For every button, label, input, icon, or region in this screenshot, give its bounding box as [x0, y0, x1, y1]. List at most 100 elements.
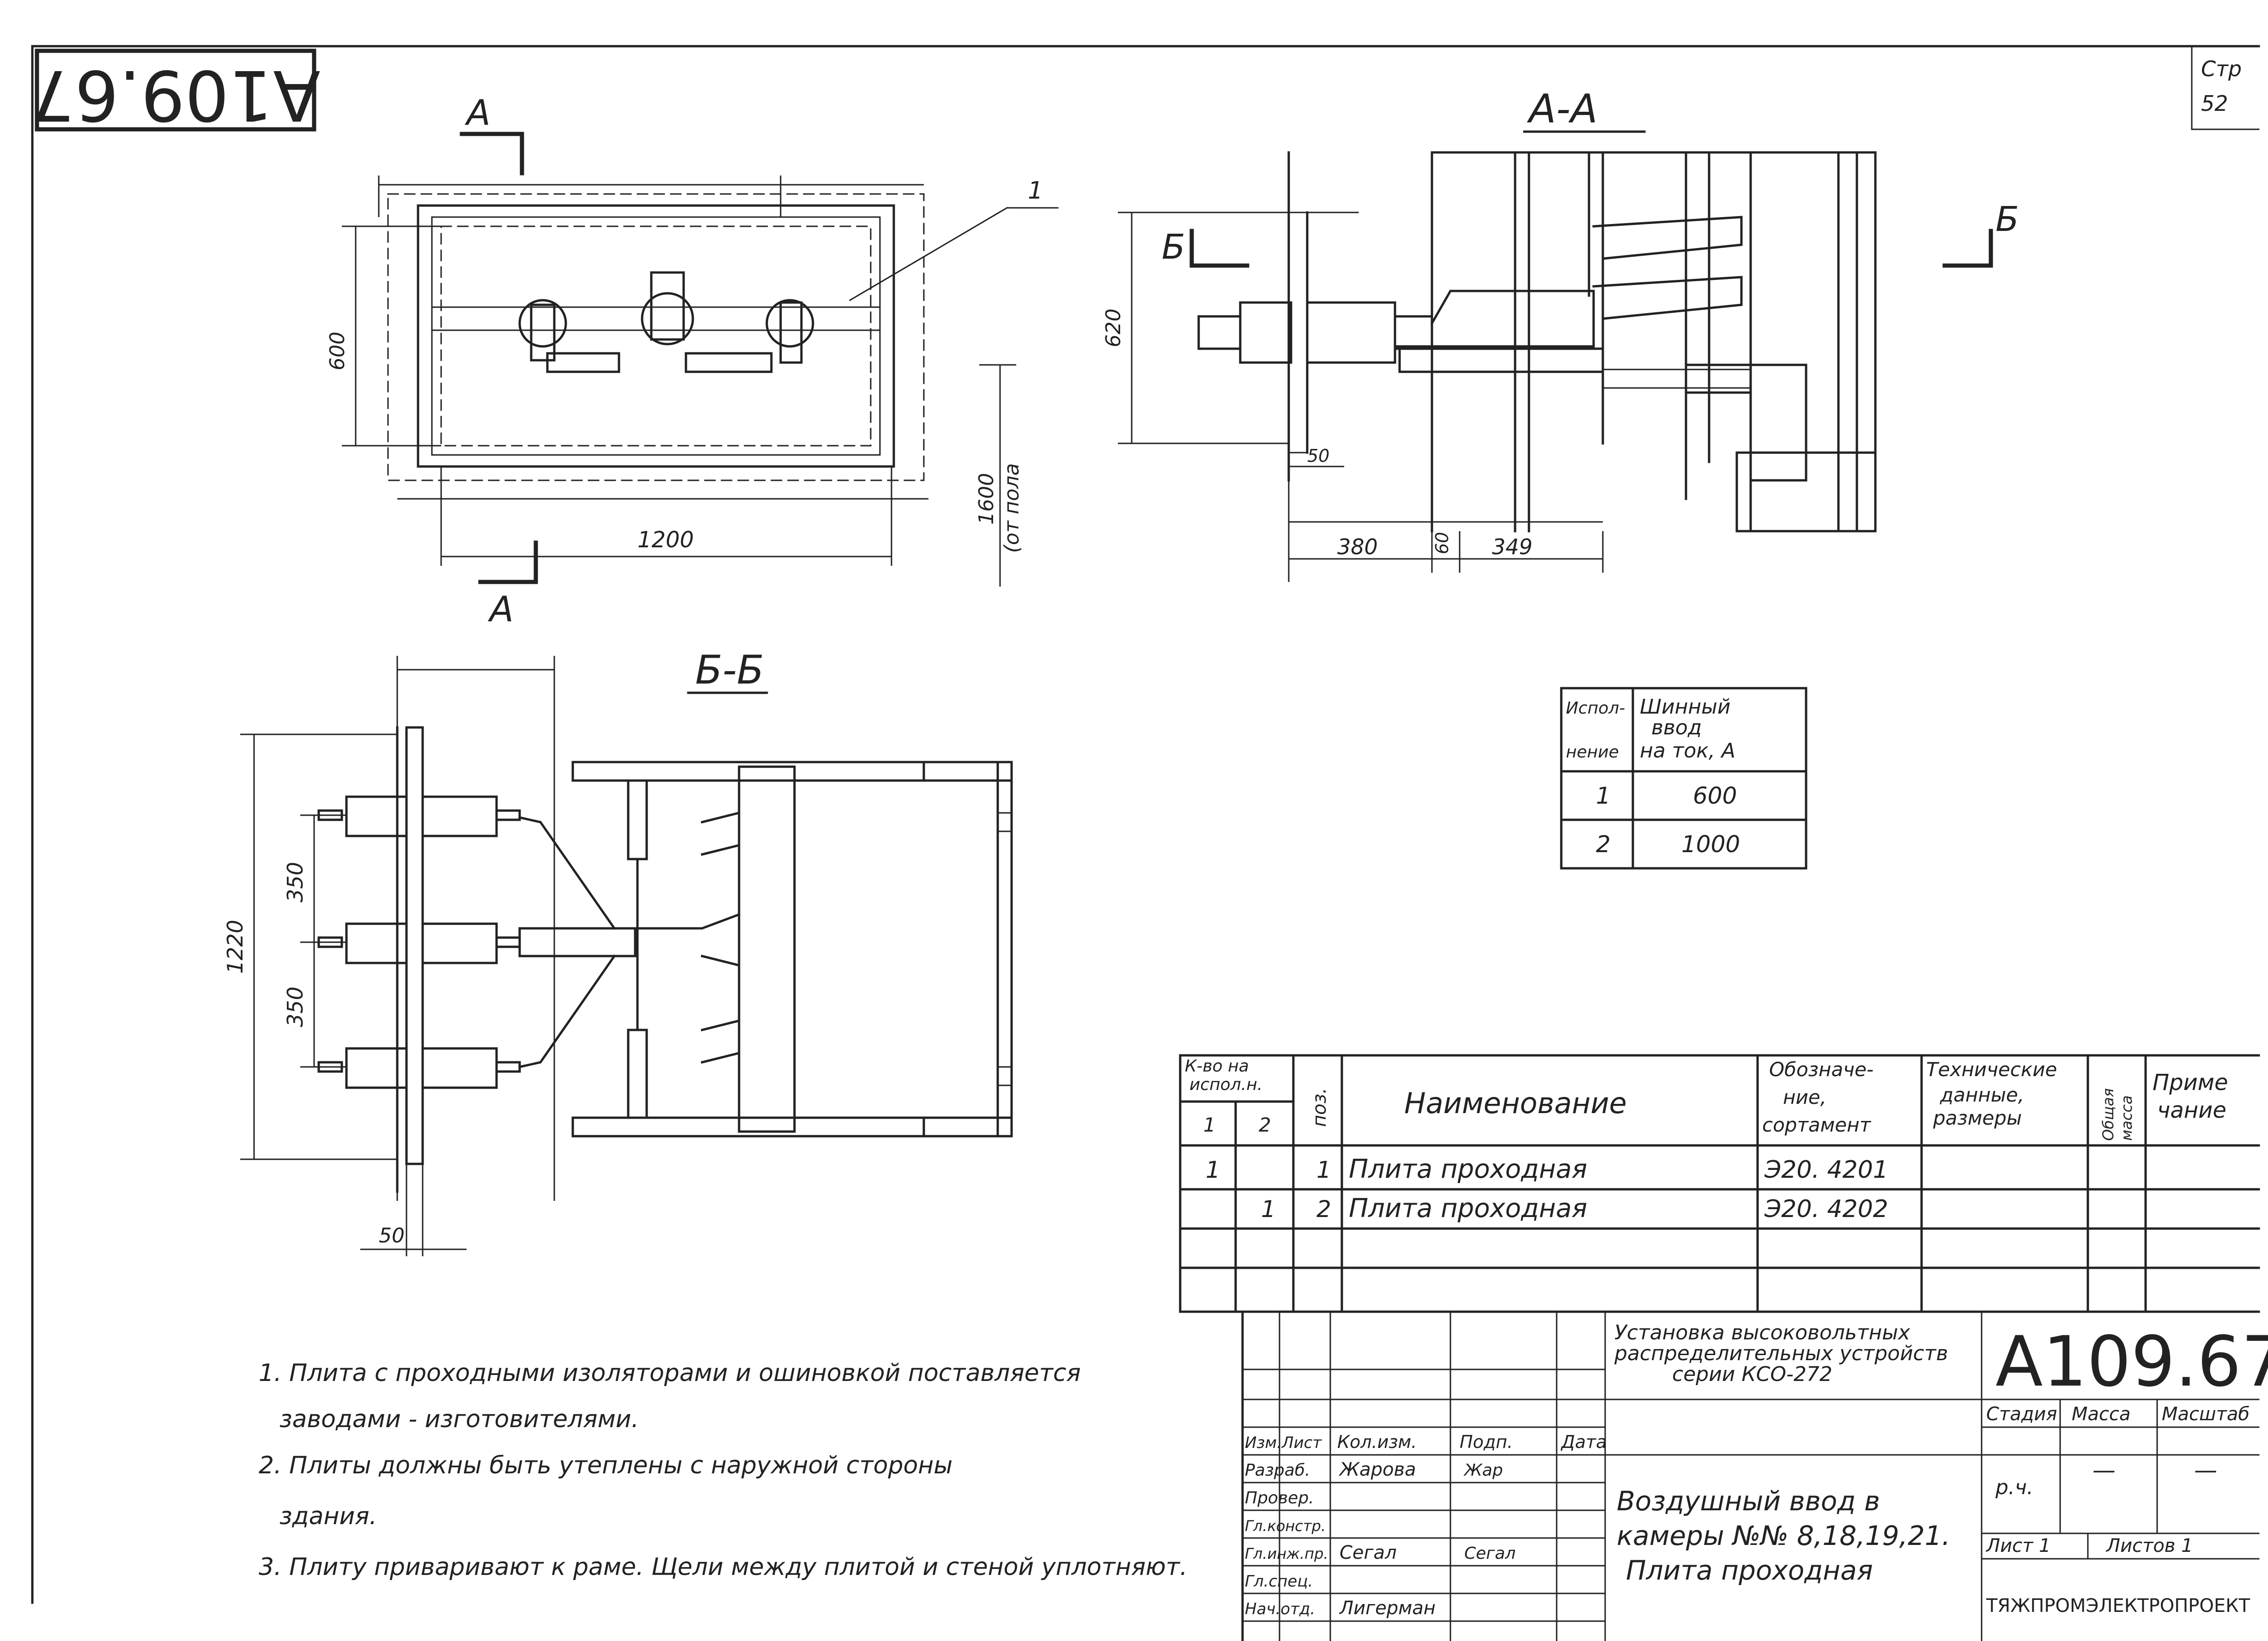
- spec-note-header-b: чание: [2157, 1097, 2226, 1123]
- section-aa: А-А Б Б: [1102, 86, 2019, 582]
- variants-row-2-variant: 2: [1596, 831, 1611, 858]
- title-col-data: Дата: [1560, 1432, 1607, 1452]
- title-col-izm: Изм.: [1245, 1434, 1282, 1452]
- title-role-3: Гл.констр.: [1245, 1517, 1326, 1535]
- title-stage-value: р.ч.: [1995, 1476, 2033, 1499]
- note-1-line-2: заводами - изготовителями.: [279, 1405, 639, 1433]
- spec-qty-sub-1: 1: [1203, 1114, 1216, 1136]
- bb-dim-1220: 1220: [223, 920, 248, 974]
- spec-designation-header-a: Обозначе-: [1769, 1058, 1874, 1081]
- note-2-line-2: здания.: [279, 1502, 377, 1530]
- title-role-6-name: Лигерман: [1339, 1598, 1436, 1619]
- spec-row-1-pos: 1: [1316, 1157, 1331, 1183]
- plan-section-mark-top: А: [464, 92, 491, 133]
- title-scale-value: —: [2194, 1457, 2217, 1484]
- title-role-5: Гл.спец.: [1245, 1572, 1313, 1591]
- title-sheet-label: Лист 1: [1985, 1535, 2051, 1556]
- spec-name-header: Наименование: [1404, 1086, 1627, 1120]
- note-2-line-1: 2. Плиты должны быть утеплены с наружной…: [259, 1452, 952, 1479]
- variants-header-col1-a: Испол-: [1566, 699, 1625, 718]
- spec-mass-header-b: масса: [2118, 1095, 2135, 1141]
- title-sheets-label: Листов 1: [2105, 1535, 2193, 1556]
- bb-bushing-3: [317, 1047, 521, 1089]
- spec-designation-header-b: ние,: [1783, 1086, 1826, 1108]
- page-label: Стр: [2201, 56, 2242, 81]
- spec-row-2-q2: 1: [1261, 1196, 1276, 1223]
- title-drawing-title-1: Воздушный ввод в: [1617, 1485, 1880, 1517]
- title-scale-label: Масштаб: [2162, 1404, 2250, 1425]
- aa-mark-right: Б: [1995, 200, 2019, 239]
- variants-header-col1-b: нение: [1566, 743, 1619, 762]
- variants-row-1-variant: 1: [1596, 782, 1611, 809]
- variants-header-col2-c: на ток, А: [1640, 739, 1735, 763]
- spec-row-1-q1: 1: [1206, 1157, 1220, 1183]
- aa-dim-50: 50: [1307, 446, 1329, 466]
- title-role-4-name: Сегал: [1340, 1542, 1397, 1563]
- title-drawing-number: А109.67: [1995, 1322, 2268, 1402]
- variants-header-col2-b: ввод: [1651, 716, 1702, 739]
- aa-dim-60: 60: [1432, 532, 1452, 554]
- note-3: 3. Плиту приваривают к раме. Щели между …: [259, 1553, 1188, 1581]
- title-block: Установка высоковольтных распределительн…: [1241, 1310, 2268, 1641]
- spec-row-2-name: Плита проходная: [1349, 1193, 1587, 1223]
- title-role-1-name: Жарова: [1338, 1459, 1416, 1480]
- title-role-4-sign: Сегал: [1464, 1544, 1516, 1563]
- spec-qty-header-a: К-во на: [1185, 1057, 1249, 1076]
- corner-stamp: А109.67: [30, 48, 321, 135]
- variants-table: Испол- нение Шинный ввод на ток, А 1 600…: [1560, 687, 1807, 870]
- bb-bushing-1: [317, 795, 521, 837]
- spec-tech-header-b: данные,: [1940, 1084, 2024, 1106]
- title-project-line-2: распределительных устройств: [1614, 1342, 1948, 1365]
- title-drawing-title-3: Плита проходная: [1626, 1555, 1873, 1586]
- sheet-frame: [31, 45, 2260, 1604]
- plan-dim-floor-note: (от пола: [1000, 463, 1024, 553]
- aa-dim-620: 620: [1102, 309, 1125, 347]
- plan-dim-1200: 1200: [637, 527, 694, 553]
- spec-designation-header-c: сортамент: [1762, 1114, 1872, 1136]
- plan-view: 1 А А 600 1200 1600 (от пола: [326, 92, 1059, 630]
- plan-section-mark-bottom: А: [487, 588, 514, 630]
- spec-mass-header-a: Общая: [2099, 1088, 2117, 1141]
- corner-stamp-text: А109.67: [30, 54, 320, 135]
- section-bb: Б-Б: [223, 647, 1013, 1256]
- title-col-kol: Кол.изм.: [1337, 1432, 1417, 1452]
- aa-dim-349: 349: [1492, 534, 1533, 559]
- bb-bushing-2: [317, 922, 521, 964]
- bb-dim-350-bottom: 350: [283, 987, 308, 1027]
- bb-dim-50: 50: [379, 1224, 405, 1247]
- plan-dim-600: 600: [326, 332, 349, 370]
- title-stage-label: Стадия: [1986, 1404, 2057, 1425]
- title-role-2: Провер.: [1245, 1489, 1314, 1508]
- title-mass-label: Масса: [2072, 1404, 2131, 1425]
- title-col-podp: Подп.: [1460, 1432, 1513, 1452]
- title-mass-value: —: [2092, 1457, 2116, 1484]
- spec-qty-sub-2: 2: [1259, 1114, 1271, 1136]
- variants-header-col2-a: Шинный: [1640, 695, 1731, 719]
- title-project-line-3: серии КСО-272: [1672, 1362, 1832, 1386]
- variants-row-1-current: 600: [1693, 782, 1737, 809]
- spec-tech-header-c: размеры: [1933, 1107, 2022, 1129]
- title-role-1: Разраб.: [1245, 1461, 1310, 1480]
- bb-dim-350-top: 350: [283, 862, 308, 902]
- spec-row-2-pos: 2: [1316, 1196, 1331, 1223]
- title-col-list: Лист: [1281, 1434, 1322, 1452]
- section-aa-title: А-А: [1527, 86, 1598, 132]
- title-role-1-sign: Жар: [1463, 1461, 1503, 1480]
- title-project-line-1: Установка высоковольтных: [1614, 1321, 1910, 1344]
- spec-row-1-name: Плита проходная: [1349, 1154, 1587, 1184]
- section-bb-title: Б-Б: [695, 647, 764, 693]
- plan-callout-1: 1: [1028, 177, 1043, 205]
- spec-qty-header-b: испол.н.: [1189, 1075, 1262, 1094]
- note-1-line-1: 1. Плита с проходными изоляторами и ошин…: [259, 1359, 1081, 1387]
- title-organization: ТЯЖПРОМЭЛЕКТРОПРОЕКТ: [1986, 1595, 2250, 1617]
- title-drawing-title-2: камеры №№ 8,18,19,21.: [1617, 1520, 1950, 1551]
- aa-dim-380: 380: [1337, 534, 1378, 559]
- title-role-6: Нач.отд.: [1245, 1600, 1315, 1618]
- variants-row-2-current: 1000: [1681, 831, 1740, 858]
- spec-row-1-designation: Э20. 4201: [1764, 1156, 1888, 1184]
- spec-note-header-a: Приме: [2153, 1070, 2228, 1096]
- spec-pos-header: поз.: [1309, 1088, 1330, 1127]
- spec-table: К-во на испол.н. 1 2 поз. Наименование О…: [1179, 1054, 2260, 1313]
- aa-mark-left: Б: [1162, 227, 1185, 267]
